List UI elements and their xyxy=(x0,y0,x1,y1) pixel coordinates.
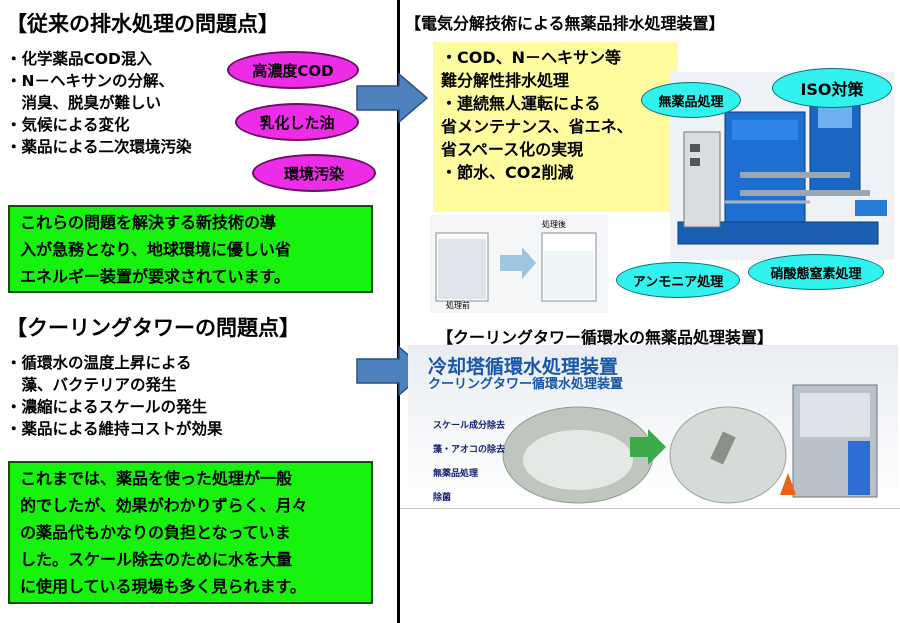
feature-line: ・連続無人運転による xyxy=(441,94,601,113)
list-item: ・化学薬品COD混入 xyxy=(6,50,152,68)
note-line: 的でしたが、効果がわかりずらく、月々 xyxy=(20,496,308,515)
note-line: した。スケール除去のために水を大量 xyxy=(20,550,293,569)
cooling-device-title: 冷却塔循環水処理装置 xyxy=(428,356,619,378)
left-heading-cooling-tower: 【クーリングタワーの問題点】 xyxy=(6,316,300,340)
note-line: に使用している現場も多く見られます。 xyxy=(20,577,306,596)
list-item: ・循環水の温度上昇による xyxy=(6,354,192,372)
note-line: の薬品代もかなりの負担となっていま xyxy=(20,523,291,542)
beaker-comparison-photo xyxy=(430,215,608,313)
cooling-feature-list: スケール成分除去 藻・アオコの除去 無薬品処理 除菌 xyxy=(433,418,505,503)
badge-emulsified-oil: 乳化した油 xyxy=(235,103,359,141)
list-item: 消臭、脱臭が難しい xyxy=(6,94,162,112)
right-heading-cooling-device: 【クーリングタワー循環水の無薬品処理装置】 xyxy=(437,328,774,347)
green-note-cooling: これまでは、薬品を使った処理が一般 的でしたが、効果がわかりずらく、月々 の薬品… xyxy=(8,461,373,604)
note-line: これまでは、薬品を使った処理が一般 xyxy=(20,469,293,488)
feature-line: 省メンテナンス、省エネ、 xyxy=(441,117,633,136)
badge-chemical-free: 無薬品処理 xyxy=(641,82,741,118)
list-item: 除菌 xyxy=(433,493,452,503)
note-line: 入が急務となり、地球環境に優しい省 xyxy=(20,240,291,259)
beaker-label-before: 処理前 xyxy=(446,301,470,310)
list-item: 藻、バクテリアの発生 xyxy=(6,376,177,394)
right-bottom-rule xyxy=(400,508,900,509)
list-item: ・N－ヘキサンの分解、 xyxy=(6,72,174,90)
list-item: 藻・アオコの除去 xyxy=(433,445,506,455)
list-item: ・薬品による維持コストが効果 xyxy=(6,420,223,438)
feature-line: ・COD、N－ヘキサン等 xyxy=(441,48,622,67)
right-heading-electrolysis: 【電気分解技術による無薬品排水処理装置】 xyxy=(405,14,725,33)
badge-pollution: 環境汚染 xyxy=(252,154,376,192)
badge-high-cod: 高濃度COD xyxy=(227,51,359,89)
list-item: スケール成分除去 xyxy=(433,421,506,431)
cooling-problems-list: ・循環水の温度上昇による 藻、バクテリアの発生 ・濃縮によるスケールの発生 ・薬… xyxy=(6,352,223,440)
note-line: これらの問題を解決する新技術の導 xyxy=(20,213,277,232)
badge-ammonia: アンモニア処理 xyxy=(616,262,740,298)
list-item: ・薬品による二次環境汚染 xyxy=(6,138,192,156)
wastewater-problems-list: ・化学薬品COD混入 ・N－ヘキサンの分解、 消臭、脱臭が難しい ・気候による変… xyxy=(6,48,192,158)
center-divider xyxy=(397,0,400,623)
beaker-label-after: 処理後 xyxy=(542,220,566,229)
feature-line: 省スペース化の実現 xyxy=(441,140,584,159)
list-item: ・濃縮によるスケールの発生 xyxy=(6,398,208,416)
cooling-device-banner xyxy=(408,345,898,505)
feature-line: 難分解性排水処理 xyxy=(441,71,570,90)
note-line: エネルギー装置が要求されています。 xyxy=(20,267,290,286)
green-note-wastewater: これらの問題を解決する新技術の導 入が急務となり、地球環境に優しい省 エネルギー… xyxy=(8,205,373,293)
cooling-device-subtitle: クーリングタワー循環水処理装置 xyxy=(428,377,624,392)
list-item: ・気候による変化 xyxy=(6,116,130,134)
left-heading-wastewater: 【従来の排水処理の問題点】 xyxy=(6,12,279,36)
badge-nitrate: 硝酸態窒素処理 xyxy=(748,254,884,290)
badge-iso: ISO対策 xyxy=(772,68,892,108)
arrow-right-icon xyxy=(356,72,429,124)
list-item: 無薬品処理 xyxy=(433,469,479,479)
feature-line: ・節水、CO2削減 xyxy=(441,163,574,182)
features-yellow-box: ・COD、N－ヘキサン等 難分解性排水処理 ・連続無人運転による 省メンテナンス… xyxy=(433,42,678,212)
